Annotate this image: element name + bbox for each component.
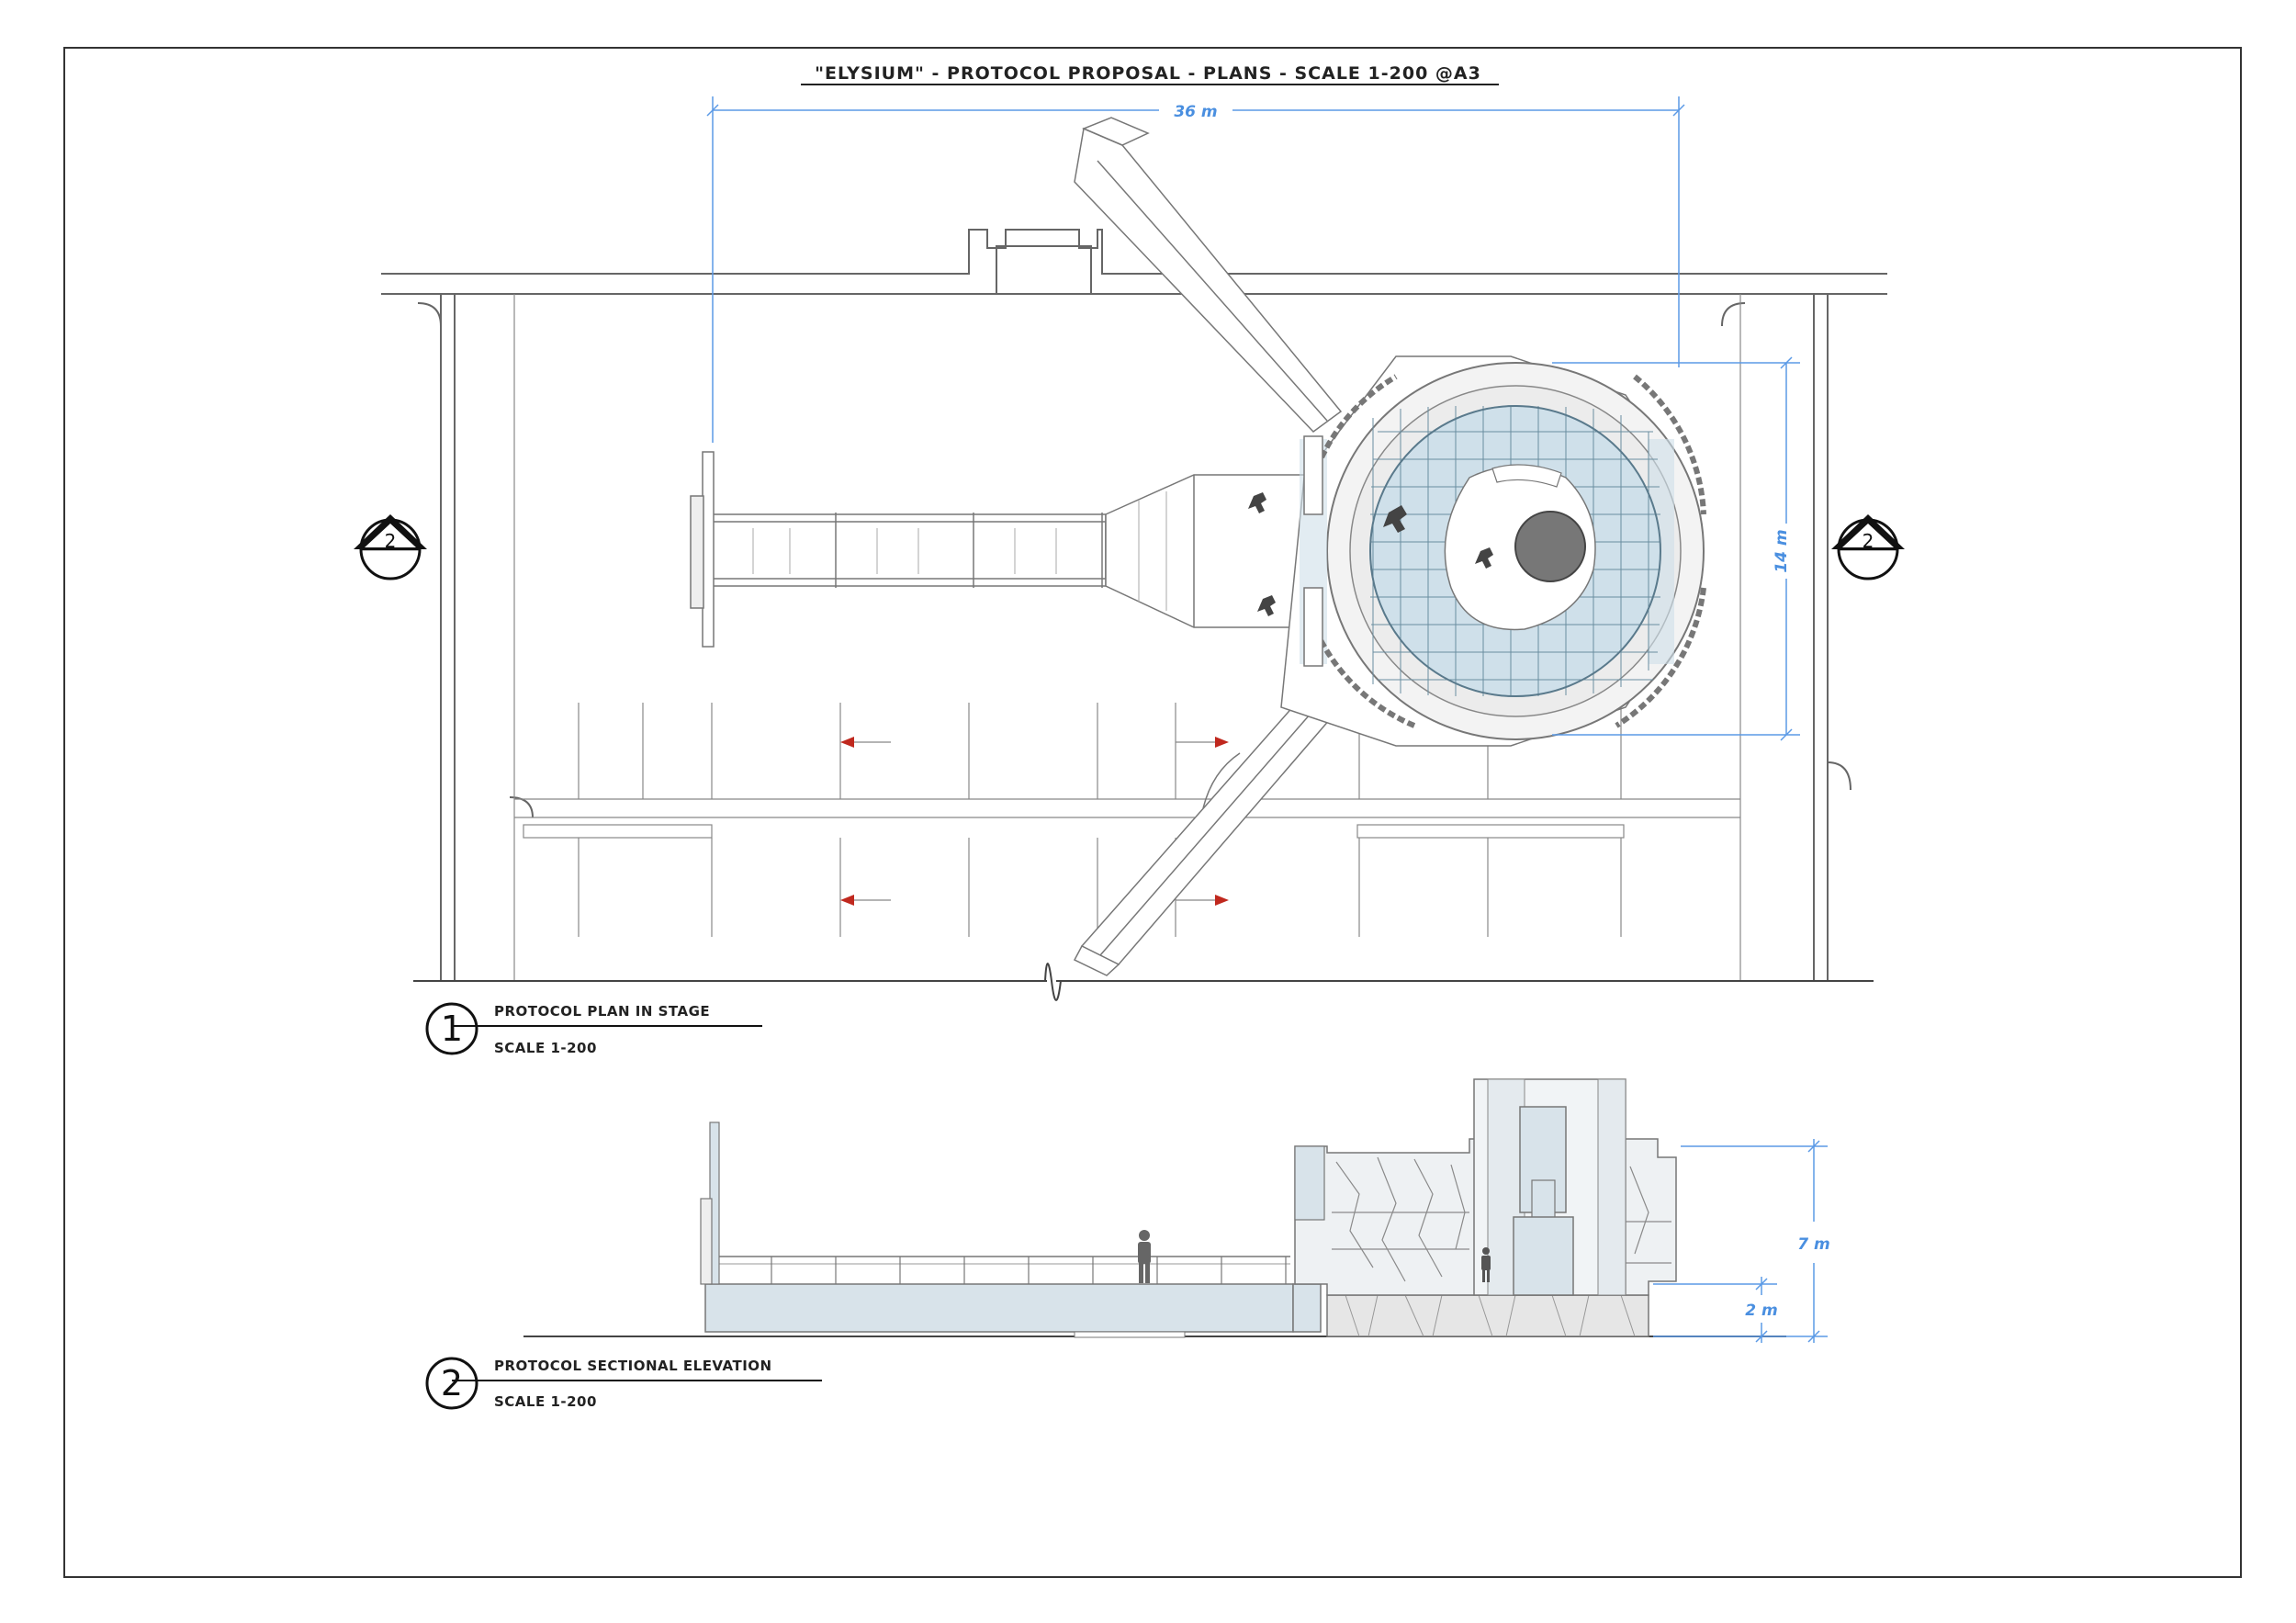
person-icon [1481,1247,1491,1282]
dimension-depth: 14 m [1552,356,1800,741]
railing-posts [771,1257,1287,1284]
central-column [1514,511,1586,582]
protocol-plan: 36 m 14 m 2 2 [354,96,1905,1001]
dimension-width: 36 m [706,96,1685,443]
plan-label: 1 PROTOCOL PLAN IN STAGE SCALE 1-200 [425,1002,762,1056]
dimension-base: 2 m [1653,1277,1778,1343]
figure-icon [1248,492,1266,513]
arm-upper [1074,117,1343,433]
section-marker-left: 2 [354,514,427,580]
walkway [690,451,1310,648]
plan-scale: SCALE 1-200 [494,1040,597,1056]
section-marker-right: 2 [1831,514,1905,580]
north-wall [381,229,1887,275]
figure-icon [1475,547,1493,569]
seating-bays-upper [578,703,1622,799]
arrow-left-icon [840,737,854,748]
dimension-depth-label: 14 m [1773,529,1791,572]
figure-icon [1383,505,1407,533]
arrow-left-icon [840,895,854,906]
walkway-platform [704,1283,1294,1333]
walkway-planks [752,491,1167,611]
sheet-border [63,47,2242,1578]
bench-left [523,824,713,839]
section-marker-left-label: 2 [385,530,397,552]
arrow-right-icon [1215,737,1229,748]
door-arc-e [1827,761,1851,791]
door-arc-w [509,796,534,818]
elevation-label: 2 PROTOCOL SECTIONAL ELEVATION SCALE 1-2… [425,1357,822,1410]
sectional-elevation: 7 m 2 m [523,1078,1830,1343]
seating-bays-lower [578,838,1622,937]
dimension-base-label: 2 m [1745,1302,1777,1320]
elevation-title: PROTOCOL SECTIONAL ELEVATION [494,1358,772,1374]
north-niche [996,245,1092,294]
elevation-scale: SCALE 1-200 [494,1393,597,1410]
dimension-width-label: 36 m [1174,103,1217,121]
break-line [1044,963,1062,1001]
plan-number: 1 [441,1009,463,1049]
door-arc-ne [1721,302,1746,327]
elevation-number: 2 [441,1363,463,1403]
bench-right [1356,824,1625,839]
arrow-right-icon [1215,895,1229,906]
person-icon [1138,1230,1151,1283]
sheet-title: "ELYSIUM" - PROTOCOL PROPOSAL - PLANS - … [815,63,1481,84]
section-marker-right-label: 2 [1863,530,1874,552]
arm-lower [1073,687,1338,976]
figure-icon [1257,595,1276,616]
rotunda [1248,355,1706,747]
door-arc-nw [417,302,442,327]
plan-title: PROTOCOL PLAN IN STAGE [494,1003,710,1020]
dimension-height-label: 7 m [1797,1235,1829,1254]
rotunda-base [1326,1294,1649,1337]
rotunda-base-pattern [1345,1294,1636,1337]
dimension-height: 7 m [1653,1139,1830,1343]
flow-arrows [840,737,1229,906]
